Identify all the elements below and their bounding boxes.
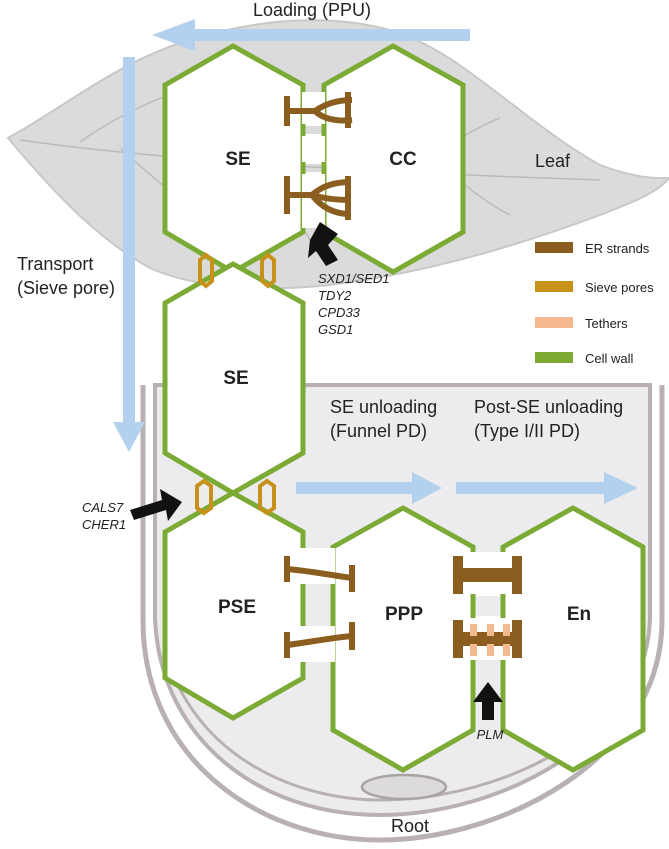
gene-cals7: CALS7 <box>82 500 124 515</box>
legend-swatch-er <box>535 242 573 253</box>
arrow-plm <box>473 682 503 720</box>
arrow-sxd1 <box>308 222 338 266</box>
legend-swatch-wall <box>535 352 573 363</box>
cell-se-mid <box>162 261 306 496</box>
post-se-unloading-arrow <box>456 472 638 504</box>
post-se-unloading-label-1: Post-SE unloading <box>474 397 623 417</box>
legend-label-wall: Cell wall <box>585 351 634 366</box>
gene-cher1: CHER1 <box>82 517 126 532</box>
arrow-cals7 <box>130 489 182 521</box>
legend-swatch-tethers <box>535 317 573 328</box>
post-se-unloading-label-2: (Type I/II PD) <box>474 421 580 441</box>
gene-tdy2: TDY2 <box>318 288 352 303</box>
gene-sxd1: SXD1/SED1 <box>318 271 390 286</box>
tethers <box>470 624 510 656</box>
cell-label-cc: CC <box>389 149 417 170</box>
cell-label-en: En <box>567 604 591 625</box>
cell-en <box>500 505 646 773</box>
cell-label-pse: PSE <box>218 597 256 618</box>
cell-pse <box>162 490 306 721</box>
legend-swatch-sieve <box>535 281 573 292</box>
se-unloading-label-1: SE unloading <box>330 397 437 417</box>
transport-arrow <box>113 57 145 452</box>
legend-label-sieve: Sieve pores <box>585 280 654 295</box>
gene-gsd1: GSD1 <box>318 322 353 337</box>
legend-label-tethers: Tethers <box>585 316 628 331</box>
gene-cpd33: CPD33 <box>318 305 361 320</box>
leaf-label: Leaf <box>535 151 571 171</box>
cell-label-se-top: SE <box>225 149 250 170</box>
se-unloading-arrow <box>296 472 442 504</box>
er-strands <box>284 92 355 658</box>
cell-label-ppp: PPP <box>385 604 423 625</box>
root-quiescent <box>360 773 448 801</box>
cell-ppp <box>330 505 476 773</box>
loading-label: Loading (PPU) <box>253 0 371 20</box>
transport-label-1: Transport <box>17 254 93 274</box>
se-unloading-label-2: (Funnel PD) <box>330 421 427 441</box>
cell-label-se-mid: SE <box>223 368 248 389</box>
gene-plm: PLM <box>477 727 504 742</box>
loading-arrow <box>152 19 470 51</box>
sieve-pores <box>195 252 276 516</box>
transport-label-2: (Sieve pore) <box>17 278 115 298</box>
cell-se-top <box>162 43 306 275</box>
legend-label-er: ER strands <box>585 241 650 256</box>
root-label: Root <box>391 816 429 836</box>
